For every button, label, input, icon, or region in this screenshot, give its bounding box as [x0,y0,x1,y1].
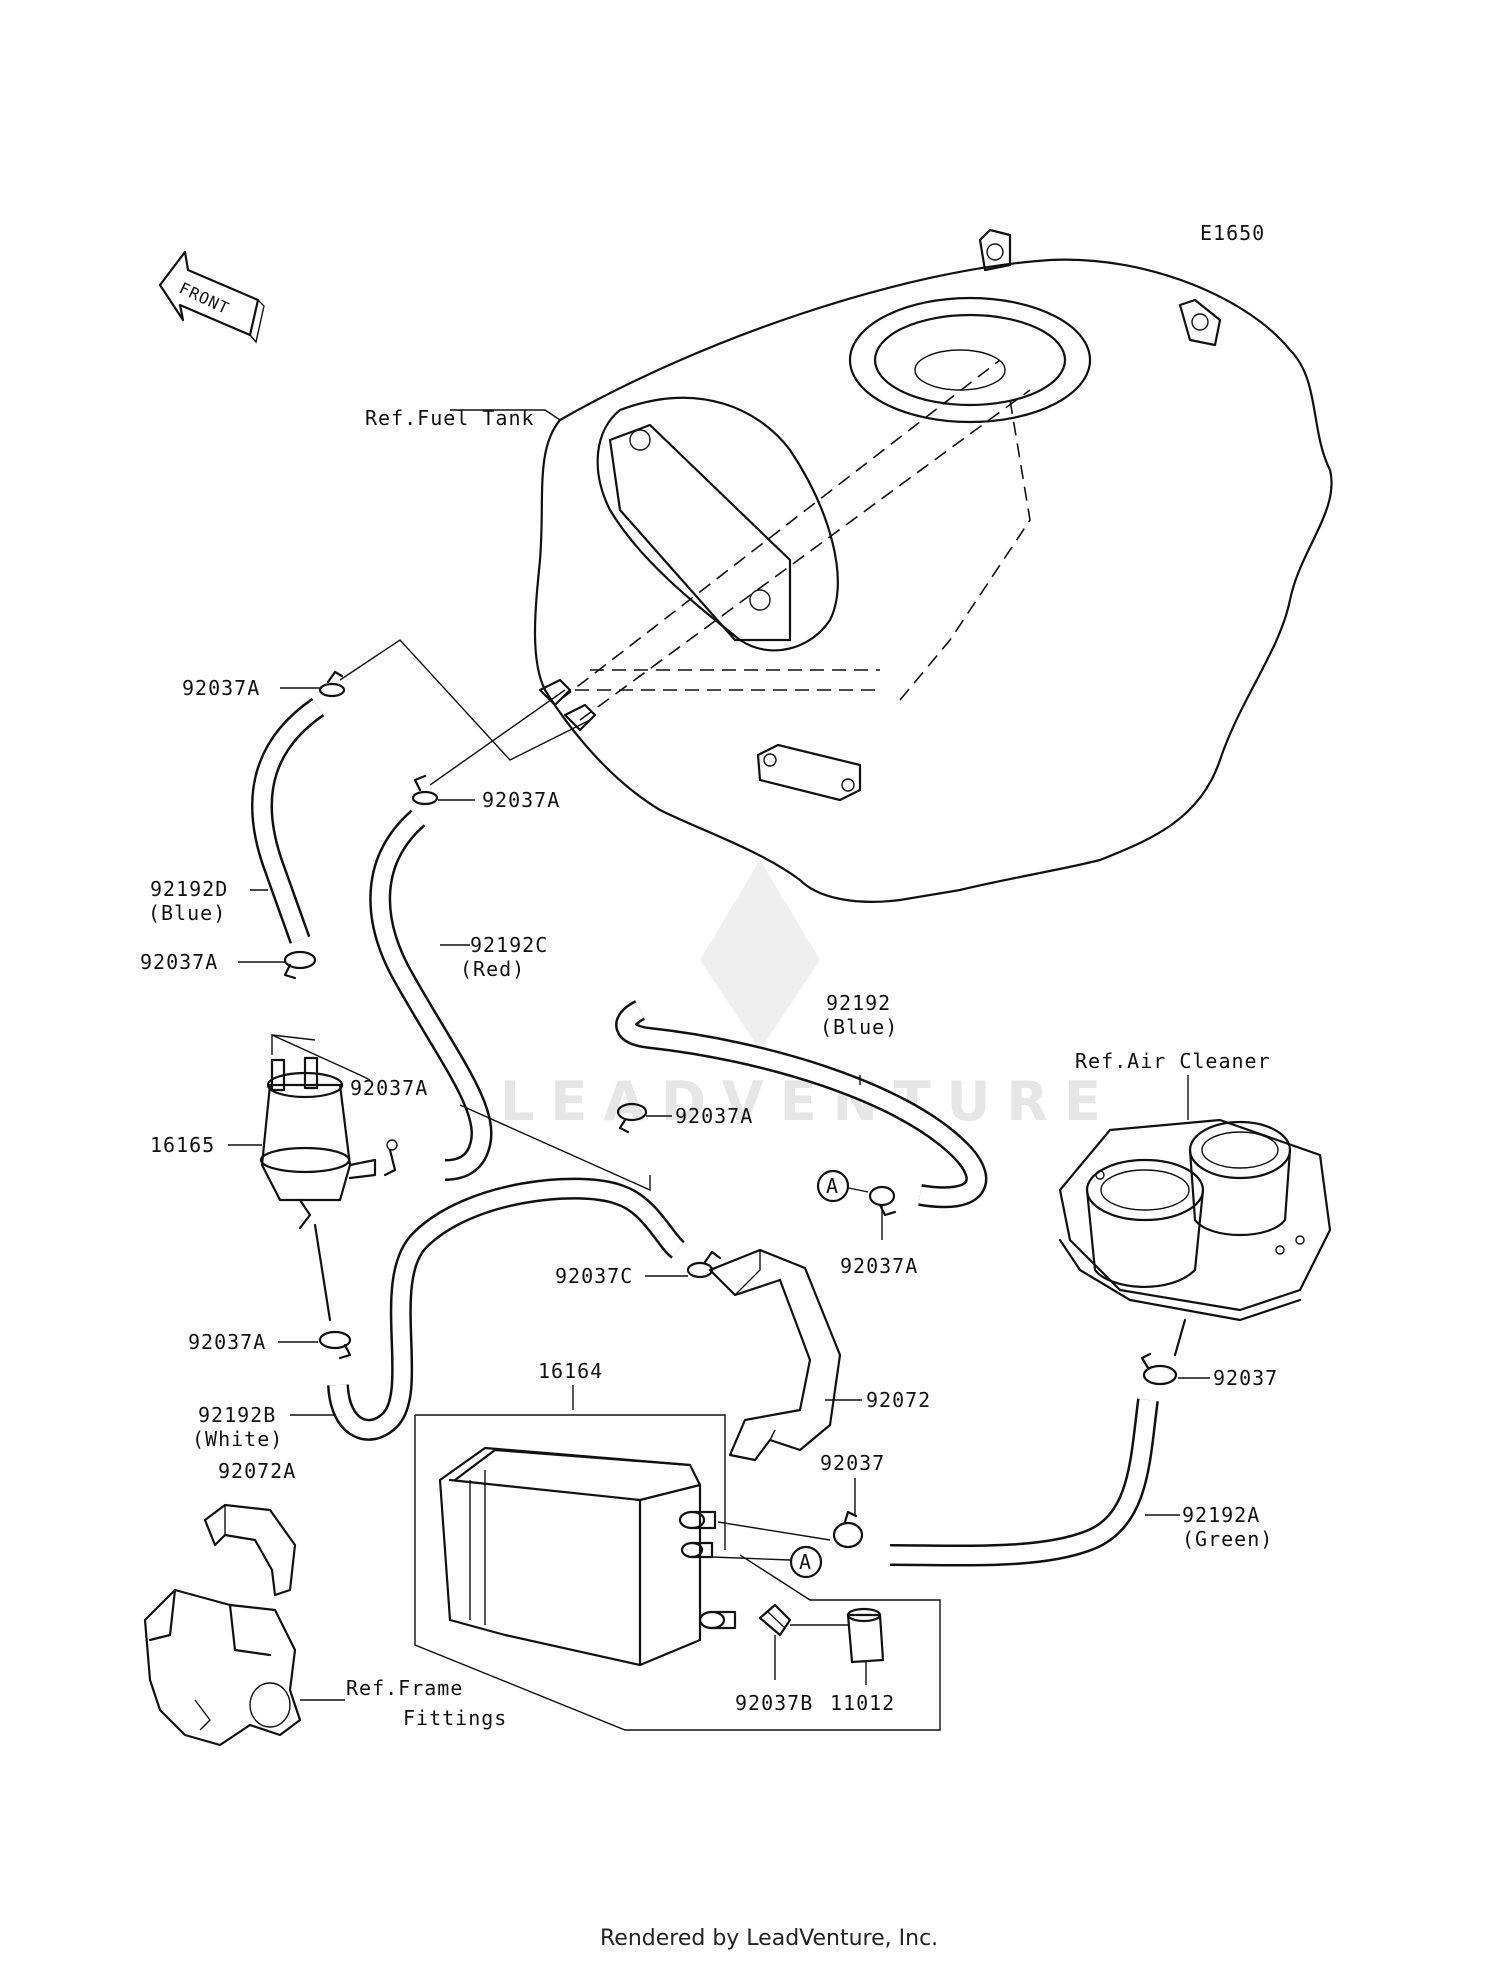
front-arrow-icon: FRONT [158,250,265,344]
label-92037a-5: 92037A [188,1330,266,1354]
clamp-92037a-top [318,670,346,698]
callout-a-circle-1 [816,1169,850,1203]
footer-credit: Rendered by LeadVenture, Inc. [600,1926,938,1951]
label-92072a: 92072A [218,1459,296,1483]
label-92192: 92192 [826,991,891,1015]
label-92192c-color: (Red) [460,957,525,981]
air-cleaner [1058,1118,1332,1322]
fittings-label: Fittings [403,1706,507,1730]
label-92192a: 92192A [1182,1503,1260,1527]
label-92072: 92072 [866,1388,931,1412]
label-92192c: 92192C [470,933,548,957]
ref-fuel-tank-label: Ref.Fuel Tank [365,406,535,430]
label-92037a-1: 92037A [182,676,260,700]
label-92192b: 92192B [198,1403,276,1427]
fuel-tank [533,228,1333,903]
label-92192a-color: (Green) [1182,1527,1273,1551]
cap-11012 [846,1607,885,1664]
hose-92192a [889,1398,1159,1567]
label-92192b-color: (White) [192,1427,283,1451]
label-92192d: 92192D [150,877,228,901]
hose-92192d [251,697,325,944]
fuel-filter-16165 [259,1056,377,1230]
callout-a-1: A [826,1174,839,1198]
hose-92192c [369,809,493,1181]
clamp-92037-air [1140,1352,1178,1386]
ref-air-cleaner-label: Ref.Air Cleaner [1075,1049,1271,1073]
frame-fittings [143,1588,302,1747]
leadventure-watermark: LEADVENTURE [500,860,1117,1133]
watermark-text: LEADVENTURE [500,1070,1117,1133]
label-92037a-4: 92037A [350,1076,428,1100]
label-92037c: 92037C [555,1264,633,1288]
clamp-92037a-bottom [318,1330,352,1360]
clamp-92037a-filter [383,1139,398,1177]
ref-frame-label: Ref.Frame [346,1676,463,1700]
callout-a-circle-2 [789,1545,823,1579]
label-92037-2: 92037 [820,1451,885,1475]
label-16164: 16164 [538,1359,603,1383]
hose-92192b [327,1177,686,1441]
label-92037-1: 92037 [1213,1366,1278,1390]
label-92192-color: (Blue) [820,1015,898,1039]
label-16165: 16165 [150,1133,215,1157]
clamp-92037a-mid [283,950,317,980]
clamp-92037c [686,1250,722,1279]
clamp-92037a-blue-mid [616,1102,648,1134]
bracket-92072a [203,1503,297,1597]
label-92037a-3: 92037A [140,950,218,974]
label-92037a-2: 92037A [482,788,560,812]
label-92037a-6: 92037A [675,1104,753,1128]
label-92037a-7: 92037A [840,1254,918,1278]
diagram-code: E1650 [1200,221,1265,245]
label-11012: 11012 [830,1691,895,1715]
hose-92192 [615,1000,988,1209]
bracket-92072 [708,1248,842,1462]
callout-a-2: A [799,1550,812,1574]
canister-16164 [438,1446,737,1667]
clamp-92037a-red-top [411,774,439,806]
label-92037b: 92037B [735,1691,813,1715]
label-92192d-color: (Blue) [148,901,226,925]
clamp-92037b [758,1603,792,1637]
clamp-92037-canister [832,1510,864,1549]
